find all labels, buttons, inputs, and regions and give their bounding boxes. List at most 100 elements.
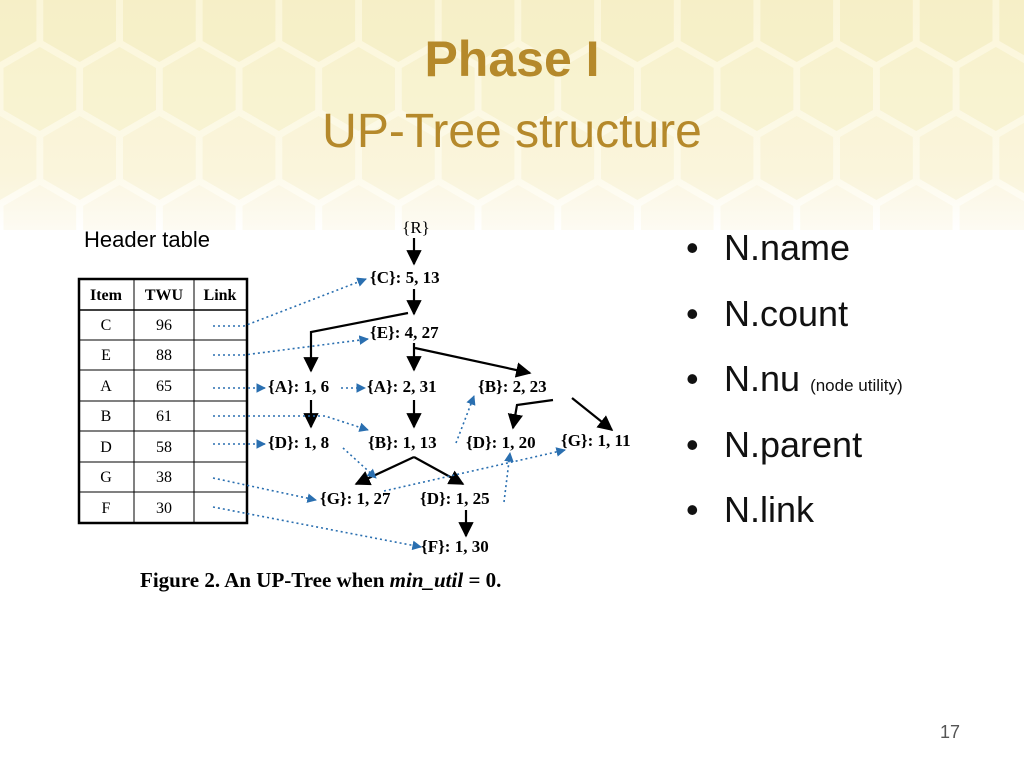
table-cell-twu: 38 — [156, 469, 172, 486]
honeycomb-cell — [919, 0, 993, 62]
tree-edges — [303, 238, 614, 538]
caption-italic: min_util — [390, 568, 464, 592]
honeycomb-cell — [999, 0, 1024, 56]
page-number: 17 — [940, 722, 961, 742]
honeycomb-cell — [521, 0, 595, 62]
bullet-text: N.parent — [724, 423, 863, 465]
node-root: {R} — [402, 218, 430, 237]
bullet-dot: • — [686, 489, 699, 530]
table-cell-item: F — [102, 500, 111, 517]
slide-title: Phase I — [424, 31, 600, 87]
table-cell-item: E — [101, 347, 111, 364]
edge-b2-g2 — [354, 456, 415, 486]
honeycomb-background — [0, 0, 1024, 230]
honeycomb-cell — [561, 185, 634, 230]
honeycomb-cell — [561, 47, 634, 131]
node-d-2: {D}: 1, 20 — [466, 433, 536, 452]
honeycomb-cell — [640, 185, 714, 230]
column-header-twu: TWU — [145, 287, 184, 304]
link-d-next2 — [503, 452, 514, 503]
honeycomb-cell — [760, 0, 834, 62]
slide-subtitle: UP-Tree structure — [322, 105, 702, 158]
honeycomb-cell — [322, 47, 395, 131]
node-g-2: {G}: 1, 27 — [320, 489, 391, 508]
link-d-next — [342, 447, 377, 479]
link-g-next — [383, 447, 566, 492]
caption-prefix: Figure 2. An UP-Tree when — [140, 568, 390, 592]
honeycomb-cell — [879, 185, 953, 230]
honeycomb-cell — [0, 0, 37, 62]
field-list: •N.name •N.count •N.nu (node utility) •N… — [686, 222, 903, 550]
bullet-item: • N.parent — [686, 419, 903, 485]
link-c — [213, 277, 367, 327]
honeycomb-cell — [3, 47, 77, 131]
honeycomb-cell — [999, 122, 1024, 194]
link-f — [212, 506, 422, 551]
honeycomb-cell — [879, 47, 953, 131]
bullet-text: N.count — [724, 292, 849, 334]
node-e: {E}: 4, 27 — [370, 323, 439, 342]
table-cell-item: B — [101, 408, 112, 425]
honeycomb-cell — [401, 185, 475, 230]
node-c: {C}: 5, 13 — [370, 268, 440, 287]
honeycomb-cell — [720, 185, 794, 230]
honeycomb-cell — [959, 185, 1024, 230]
edge-b1-g1 — [571, 397, 614, 431]
node-f: {F}: 1, 30 — [421, 537, 489, 556]
link-e — [213, 335, 369, 356]
bullet-item: • N.link — [686, 484, 903, 550]
bullet-text: N.nu — [724, 358, 801, 399]
honeycomb-cell — [481, 185, 555, 230]
node-d-1: {D}: 1, 8 — [268, 433, 329, 452]
honeycomb-cell — [840, 0, 913, 62]
honeycomb-cell — [481, 47, 555, 131]
header-table-label: Header table — [84, 227, 210, 252]
figure-caption: Figure 2. An UP-Tree when min_util = 0. — [140, 568, 501, 592]
column-header-link: Link — [204, 287, 237, 304]
tree-nodes: {R} {C}: 5, 13 {E}: 4, 27 {A}: 1, 6 {A}:… — [268, 218, 631, 556]
table-cell-twu: 61 — [156, 408, 172, 425]
table-cell-twu: 96 — [156, 317, 172, 334]
honeycomb-cell — [282, 116, 356, 200]
honeycomb-cell — [43, 0, 116, 62]
honeycomb-cell — [3, 185, 77, 230]
honeycomb-cell — [282, 0, 356, 62]
honeycomb-cell — [800, 47, 873, 131]
table-cell-twu: 65 — [156, 378, 172, 395]
honeycomb-cell — [43, 116, 116, 200]
honeycomb-cell — [322, 185, 395, 230]
honeycomb-cell — [441, 0, 515, 62]
table-cell-item: C — [101, 317, 112, 334]
edge-b2-d3 — [413, 456, 465, 485]
honeycomb-cell — [362, 116, 435, 200]
honeycomb-cell — [840, 116, 913, 200]
node-b-1: {B}: 2, 23 — [478, 377, 547, 396]
honeycomb-cell — [680, 116, 754, 200]
edge-b1-d2 — [507, 398, 554, 430]
honeycomb-cell — [362, 0, 435, 62]
bullet-dot: • — [686, 423, 699, 465]
column-header-item: Item — [90, 287, 123, 304]
honeycomb-cell — [401, 47, 475, 131]
honeycomb-cell — [123, 116, 196, 200]
honeycomb-cell — [601, 116, 674, 200]
bullet-dot: • — [686, 292, 699, 334]
honeycomb-cell — [242, 185, 316, 230]
honeycomb-cell — [202, 116, 276, 200]
bullet-item: •N.nu (node utility) — [686, 353, 903, 419]
honeycomb-cell — [680, 0, 754, 62]
honeycomb-cell — [720, 47, 794, 131]
link-g — [212, 477, 317, 503]
honeycomb-cell — [242, 47, 316, 131]
honeycomb-cell — [800, 185, 873, 230]
honeycomb-cell — [202, 0, 276, 62]
honeycomb-cell — [162, 47, 236, 131]
node-b-2: {B}: 1, 13 — [368, 433, 437, 452]
honeycomb-cell — [640, 47, 714, 131]
bullet-text: N.link — [724, 489, 815, 530]
table-cell-item: G — [100, 469, 112, 486]
table-cell-twu: 30 — [156, 500, 172, 517]
bullet-note: (node utility) — [810, 376, 903, 395]
bullet-dot: • — [686, 227, 699, 268]
